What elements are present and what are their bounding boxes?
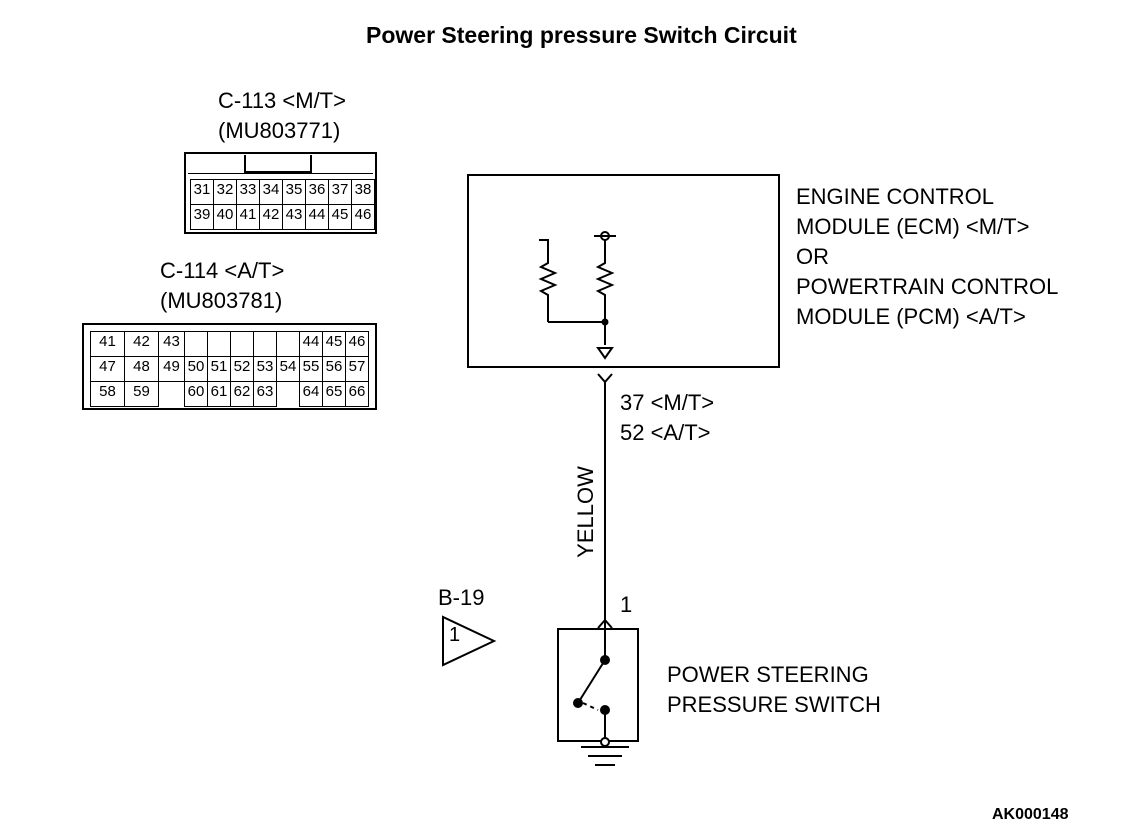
switch-label-line1: POWER STEERING bbox=[667, 662, 869, 687]
connector-c113-pin-44: 44 bbox=[305, 204, 329, 230]
connector-c114-pin-63: 63 bbox=[253, 381, 277, 407]
connector-c113-pin-36: 36 bbox=[305, 179, 329, 205]
connector-c114-pin-44: 44 bbox=[299, 331, 323, 357]
connector-c114-pin-56: 56 bbox=[322, 356, 346, 382]
terminal-label-mt: 37 <M/T> bbox=[620, 390, 715, 415]
connector-c114-pin-65: 65 bbox=[322, 381, 346, 407]
connector-c114-blank-slot bbox=[207, 331, 231, 357]
connector-c114-id: C-114 <A/T> bbox=[160, 258, 285, 283]
connector-c114-pin-42: 42 bbox=[124, 331, 159, 357]
connector-b19-pin: 1 bbox=[449, 624, 461, 646]
switch-label-line2: PRESSURE SWITCH bbox=[667, 692, 881, 717]
connector-c114-pin-66: 66 bbox=[345, 381, 369, 407]
connector-c113-pin-39: 39 bbox=[190, 204, 214, 230]
ecm-label-line2: MODULE (ECM) <M/T> bbox=[796, 214, 1030, 239]
connector-c114-pin-41: 41 bbox=[90, 331, 125, 357]
connector-c113-id: C-113 <M/T> bbox=[218, 88, 346, 113]
connector-c114-pin-60: 60 bbox=[184, 381, 208, 407]
switch-ground-terminal bbox=[600, 737, 610, 747]
switch-dashed-contact bbox=[582, 702, 599, 711]
connector-c113-pin-40: 40 bbox=[213, 204, 237, 230]
connector-c113-pin-45: 45 bbox=[328, 204, 352, 230]
connector-c114-pin-59: 59 bbox=[124, 381, 159, 407]
ecm-junction-dot bbox=[601, 318, 609, 326]
connector-c114-pin-46: 46 bbox=[345, 331, 369, 357]
ecm-connector-chevron bbox=[597, 373, 613, 384]
terminal-label-at: 52 <A/T> bbox=[620, 420, 711, 445]
ecm-output-arrow bbox=[596, 347, 614, 360]
switch-connector-chevron bbox=[597, 618, 613, 629]
connector-b19-triangle bbox=[442, 615, 497, 667]
switch-box bbox=[557, 628, 639, 742]
connector-c113-pin-41: 41 bbox=[236, 204, 260, 230]
connector-c114-pin-43: 43 bbox=[158, 331, 185, 357]
connector-c113-part: (MU803771) bbox=[218, 118, 341, 143]
connector-c113-pin-37: 37 bbox=[328, 179, 352, 205]
ecm-left-resistor bbox=[538, 255, 558, 322]
connector-c114-pin-54: 54 bbox=[276, 356, 300, 382]
page-title: Power Steering pressure Switch Circuit bbox=[366, 22, 797, 48]
ecm-label-line5: MODULE (PCM) <A/T> bbox=[796, 304, 1026, 329]
connector-c113-lock-line bbox=[188, 173, 373, 177]
ecm-left-terminal bbox=[539, 239, 549, 255]
connector-b19-id: B-19 bbox=[438, 585, 485, 610]
connector-c114-pin-52: 52 bbox=[230, 356, 254, 382]
connector-c113-pin-35: 35 bbox=[282, 179, 306, 205]
connector-c113-latch bbox=[244, 155, 312, 173]
connector-c114-pin-49: 49 bbox=[158, 356, 185, 382]
switch-contact-arm bbox=[573, 698, 583, 708]
connector-c114-pin-62: 62 bbox=[230, 381, 254, 407]
connector-c113-pin-43: 43 bbox=[282, 204, 306, 230]
ecm-right-resistor bbox=[595, 240, 615, 345]
switch-pin-number: 1 bbox=[620, 592, 633, 617]
ecm-box bbox=[467, 174, 780, 368]
switch-contact-bottom bbox=[600, 705, 610, 715]
switch-contact-top bbox=[600, 655, 610, 665]
ecm-label-line1: ENGINE CONTROL bbox=[796, 184, 995, 209]
connector-c113-pin-46: 46 bbox=[351, 204, 375, 230]
connector-c114-pin-58: 58 bbox=[90, 381, 125, 407]
switch-arm bbox=[577, 659, 606, 704]
ecm-label-line3: OR bbox=[796, 244, 829, 269]
connector-c114-pin-47: 47 bbox=[90, 356, 125, 382]
document-id: AK000148 bbox=[992, 806, 1069, 823]
ecm-label-line4: POWERTRAIN CONTROL bbox=[796, 274, 1059, 299]
connector-c114-part: (MU803781) bbox=[160, 288, 283, 313]
